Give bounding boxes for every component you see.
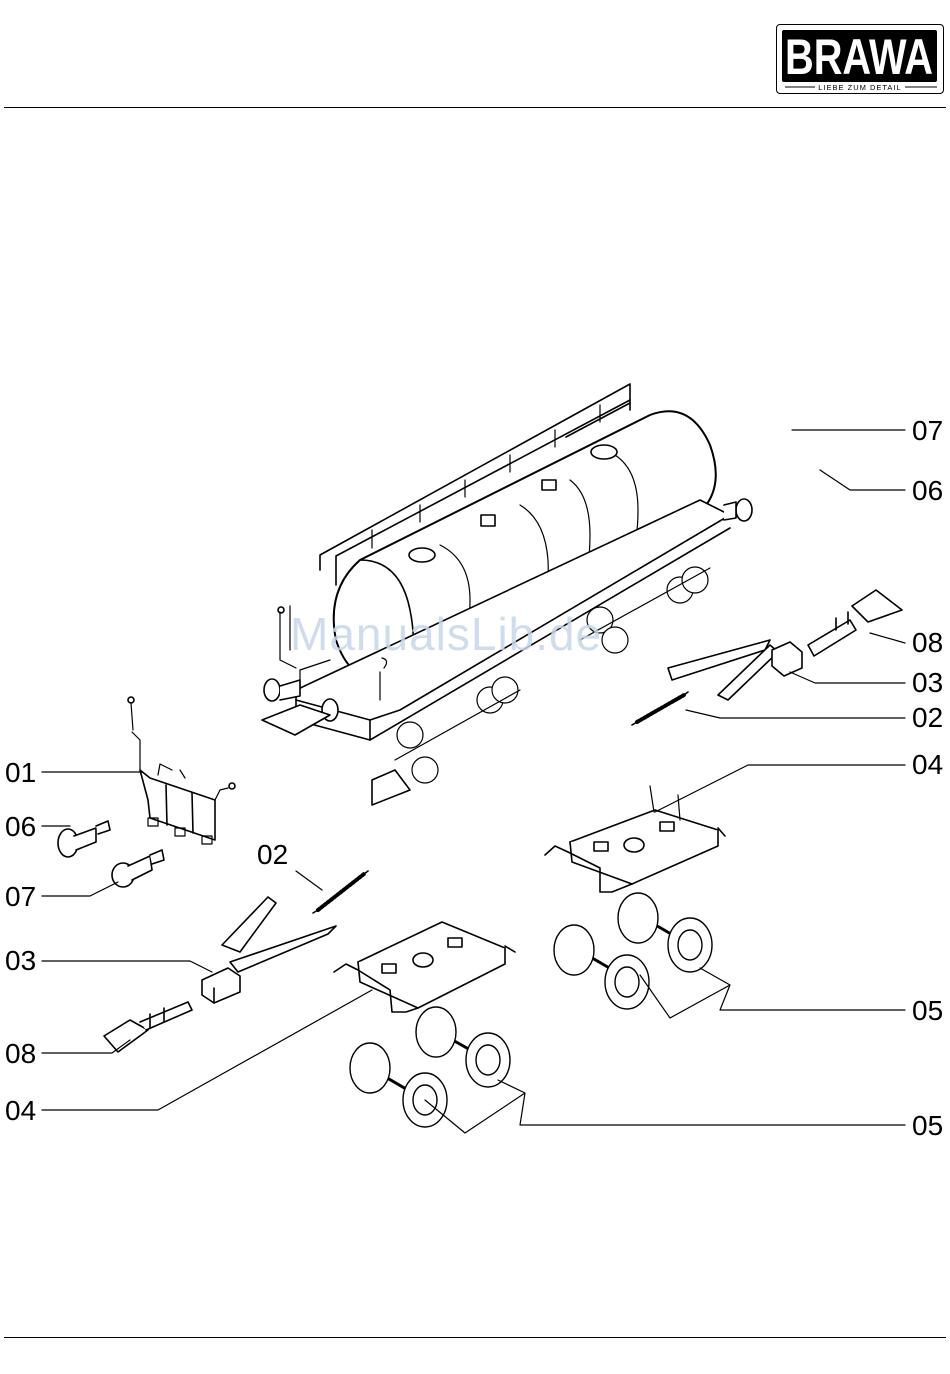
part-02-spring-mid	[313, 871, 368, 913]
callout-02-mid: 02	[257, 841, 288, 869]
callout-06-top: 06	[912, 477, 943, 505]
part-02-spring-right	[632, 692, 688, 725]
callout-08-right: 08	[912, 629, 943, 657]
part-08-coupler-left	[104, 1002, 192, 1052]
part-05-wheelsets-right	[554, 893, 712, 1009]
callout-05-lower: 05	[912, 1112, 943, 1140]
callout-03-right: 03	[912, 669, 943, 697]
part-03-coupler-left	[202, 897, 336, 1003]
callout-05-upper: 05	[912, 997, 943, 1025]
part-04-bogie-frame-left	[334, 922, 515, 1012]
callout-08-left: 08	[5, 1040, 36, 1068]
watermark: ManualsLib.de	[290, 607, 602, 661]
part-03-coupler-right	[668, 640, 802, 700]
callout-01-left: 01	[5, 759, 36, 787]
callout-03-left: 03	[5, 947, 36, 975]
callout-02-right: 02	[912, 704, 943, 732]
part-01-end-platform	[128, 697, 235, 844]
callout-04-left: 04	[5, 1097, 36, 1125]
part-08-coupler-right	[808, 590, 902, 656]
part-04-bogie-frame-right	[545, 786, 725, 892]
callout-04-right: 04	[912, 751, 943, 779]
tank-wagon	[262, 384, 752, 805]
callout-07-left: 07	[5, 883, 36, 911]
part-07-buffer-left	[112, 850, 164, 887]
part-05-wheelsets-left	[350, 1007, 510, 1127]
callout-06-left: 06	[5, 813, 36, 841]
callout-07-top: 07	[912, 417, 943, 445]
